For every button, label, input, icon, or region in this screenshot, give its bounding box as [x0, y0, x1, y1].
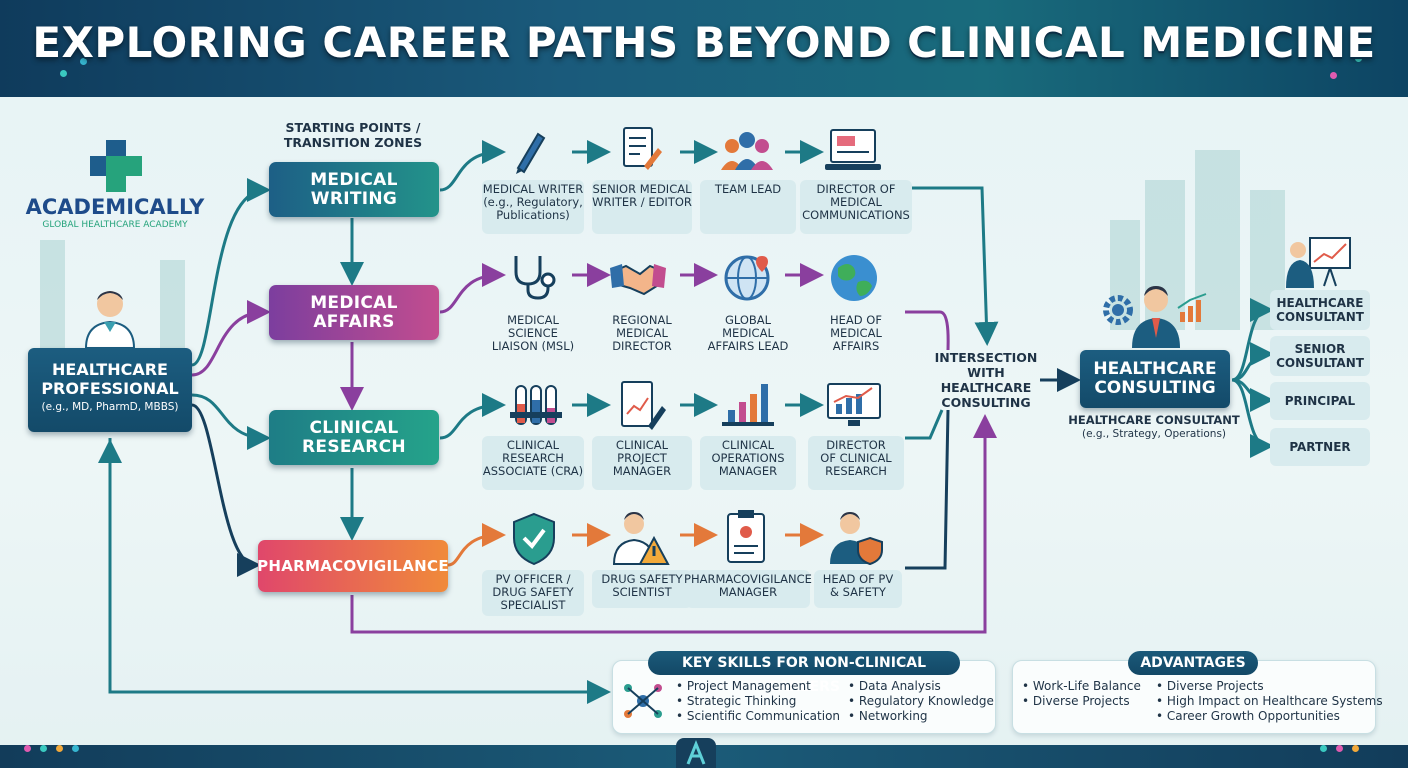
ladder-partner[interactable]: PARTNER [1270, 428, 1370, 466]
skill-item: • Regulatory Knowledge [848, 694, 994, 708]
earth-icon [828, 252, 880, 304]
clipboard-icon [724, 508, 774, 566]
role-cra[interactable]: CLINICAL RESEARCH ASSOCIATE (CRA) [482, 436, 584, 490]
skill-item: • Data Analysis [848, 679, 941, 693]
intersection-label: INTERSECTION WITH HEALTHCARE CONSULTING [934, 350, 1038, 410]
logo-tagline: GLOBAL HEALTHCARE ACADEMY [42, 220, 188, 230]
stethoscope-icon [506, 252, 558, 302]
shield-check-icon [510, 512, 558, 566]
advantage-item: • Diverse Projects [1022, 694, 1130, 708]
ladder-healthcare-consultant[interactable]: HEALTHCARE CONSULTANT [1270, 290, 1370, 330]
presentation-icon [1284, 236, 1352, 288]
doctor-shield-icon [826, 508, 884, 566]
track-clinical-research[interactable]: CLINICAL RESEARCH [269, 410, 439, 465]
role-director-medical-communications[interactable]: DIRECTOR OF MEDICAL COMMUNICATIONS [800, 180, 912, 234]
ladder-principal[interactable]: PRINCIPAL [1270, 382, 1370, 420]
source-subtitle: (e.g., MD, PharmD, MBBS) [41, 401, 179, 413]
laptop-icon [825, 128, 881, 172]
page-title: EXPLORING CAREER PATHS BEYOND CLINICAL M… [32, 18, 1376, 67]
role-msl[interactable]: MEDICAL SCIENCE LIAISON (MSL) [491, 313, 575, 353]
advantage-item: • Career Growth Opportunities [1156, 709, 1340, 723]
advantages-title: ADVANTAGES [1128, 651, 1258, 675]
network-icon [622, 680, 664, 722]
role-regional-medical-director[interactable]: REGIONAL MEDICAL DIRECTOR [612, 313, 672, 353]
skill-item: • Strategic Thinking [676, 694, 797, 708]
role-pv-officer[interactable]: PV OFFICER / DRUG SAFETY SPECIALIST [482, 570, 584, 616]
source-title: HEALTHCARE PROFESSIONAL [41, 360, 179, 398]
globe-icon [722, 252, 772, 302]
footer-logo-icon [676, 738, 716, 768]
role-clinical-operations-manager[interactable]: CLINICAL OPERATIONS MANAGER [700, 436, 796, 490]
gear-icon [1100, 292, 1136, 328]
track-medical-writing[interactable]: MEDICAL WRITING [269, 162, 439, 217]
healthcare-consulting-box[interactable]: HEALTHCARE CONSULTING [1080, 350, 1230, 408]
pen-icon [510, 128, 550, 174]
role-director-clinical-research[interactable]: DIRECTOR OF CLINICAL RESEARCH [808, 436, 904, 490]
skill-item: • Project Management [676, 679, 811, 693]
consultant-avatar-icon [1128, 282, 1184, 348]
role-clinical-project-manager[interactable]: CLINICAL PROJECT MANAGER [592, 436, 692, 490]
role-drug-safety-scientist[interactable]: DRUG SAFETY SCIENTIST [592, 570, 692, 608]
report-chart-icon [618, 380, 666, 432]
ladder-senior-consultant[interactable]: SENIOR CONSULTANT [1270, 336, 1370, 376]
consulting-title: HEALTHCARE CONSULTING [1093, 359, 1217, 398]
growth-chart-icon [1176, 290, 1212, 326]
handshake-icon [610, 258, 666, 298]
advantage-item: • High Impact on Healthcare Systems [1156, 694, 1383, 708]
role-senior-medical-writer[interactable]: SENIOR MEDICAL WRITER / EDITOR [592, 180, 692, 234]
advantage-item: • Diverse Projects [1156, 679, 1264, 693]
transition-heading: STARTING POINTS / TRANSITION ZONES [283, 120, 423, 150]
role-head-pv-safety[interactable]: HEAD OF PV & SAFETY [814, 570, 902, 608]
doctor-avatar-icon [80, 286, 140, 348]
test-tubes-icon [508, 382, 564, 432]
team-icon [718, 126, 776, 172]
role-team-lead[interactable]: TEAM LEAD [700, 180, 796, 234]
role-pv-manager[interactable]: PHARMACOVIGILANCE MANAGER [684, 570, 812, 608]
healthcare-professional-box[interactable]: HEALTHCARE PROFESSIONAL (e.g., MD, Pharm… [28, 348, 192, 432]
role-medical-writer[interactable]: MEDICAL WRITER (e.g., Regulatory, Public… [482, 180, 584, 234]
skill-item: • Scientific Communication [676, 709, 841, 723]
warning-scientist-icon [612, 508, 670, 566]
monitor-chart-icon [826, 382, 882, 430]
role-global-medical-affairs-lead[interactable]: GLOBAL MEDICAL AFFAIRS LEAD [707, 313, 789, 353]
skill-item: • Networking [848, 709, 928, 723]
consulting-note: (e.g., Strategy, Operations) [1081, 428, 1227, 440]
track-medical-affairs[interactable]: MEDICAL AFFAIRS [269, 285, 439, 340]
role-head-medical-affairs[interactable]: HEAD OF MEDICAL AFFAIRS [830, 313, 882, 353]
logo-name: ACADEMICALLY [25, 195, 205, 219]
advantage-item: • Work-Life Balance [1022, 679, 1141, 693]
header-banner: EXPLORING CAREER PATHS BEYOND CLINICAL M… [0, 0, 1408, 97]
logo-cross-icon [88, 138, 144, 194]
bar-chart-icon [720, 380, 776, 430]
skills-title: KEY SKILLS FOR NON-CLINICAL CAREERS [648, 651, 960, 695]
consulting-subtitle: HEALTHCARE CONSULTANT [1068, 413, 1240, 427]
document-edit-icon [620, 126, 664, 172]
track-pharmacovigilance[interactable]: PHARMACOVIGILANCE [257, 540, 449, 592]
